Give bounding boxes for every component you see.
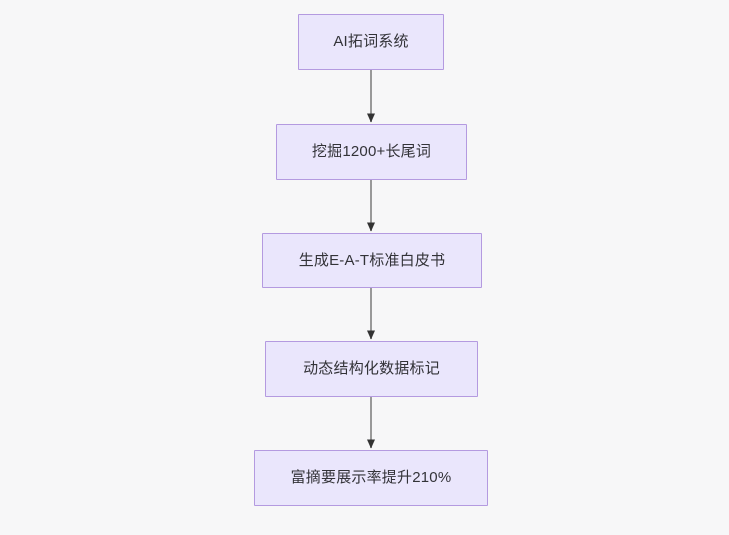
node-label: 生成E-A-T标准白皮书 — [298, 251, 446, 269]
flowchart-node-ai-keyword-system[interactable]: AI拓词系统 — [298, 14, 444, 70]
flowchart-node-generate-eat-whitepaper[interactable]: 生成E-A-T标准白皮书 — [262, 233, 482, 288]
node-label: 挖掘1200+长尾词 — [311, 143, 432, 161]
flowchart-node-rich-snippet-impression-uplift[interactable]: 富摘要展示率提升210% — [254, 450, 488, 506]
flowchart-node-dynamic-structured-data-markup[interactable]: 动态结构化数据标记 — [265, 341, 478, 397]
node-label: 动态结构化数据标记 — [303, 360, 440, 378]
node-label: 富摘要展示率提升210% — [290, 469, 452, 487]
node-label: AI拓词系统 — [333, 33, 409, 51]
flowchart-node-mine-longtail-keywords[interactable]: 挖掘1200+长尾词 — [276, 124, 467, 180]
